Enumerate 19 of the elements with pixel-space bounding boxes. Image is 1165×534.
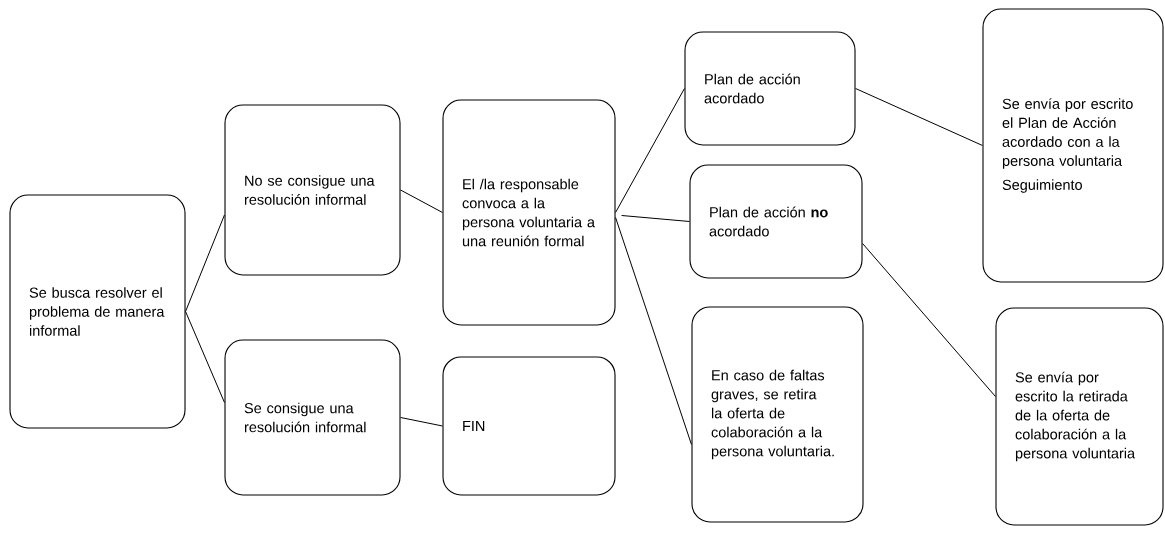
process-box: No se consigue una resolución informal — [224, 104, 401, 276]
connector-line — [400, 417, 443, 427]
process-box: Se consigue una resolución informal — [224, 339, 401, 496]
process-box: Plan de acción acordado — [684, 31, 856, 146]
connector-line — [621, 215, 690, 222]
process-box: En caso de faltas graves, se retira la oferta de colaboración a la persona voluntaria. — [691, 306, 864, 523]
connector-line — [855, 88, 983, 146]
connector-line — [400, 189, 443, 213]
process-box: Plan de acción no acordado — [689, 164, 863, 279]
connector-line — [185, 214, 225, 312]
process-box: Se envía por escrito la retirada de la oferta de colaboración a la persona voluntaria — [995, 307, 1164, 526]
process-box: FIN — [442, 356, 616, 496]
process-box: El /la responsable convoca a la persona voluntaria a una reunión formal — [442, 99, 616, 326]
process-box: Se envía por escrito el Plan de Acción acordado con a la persona voluntaria Seguimiento — [982, 8, 1164, 283]
connector-line — [862, 243, 996, 397]
connector-line — [185, 311, 225, 403]
connector-line — [615, 88, 685, 213]
connector-line — [615, 217, 692, 445]
process-box: Se busca resolver el problema de manera informal — [9, 194, 186, 429]
